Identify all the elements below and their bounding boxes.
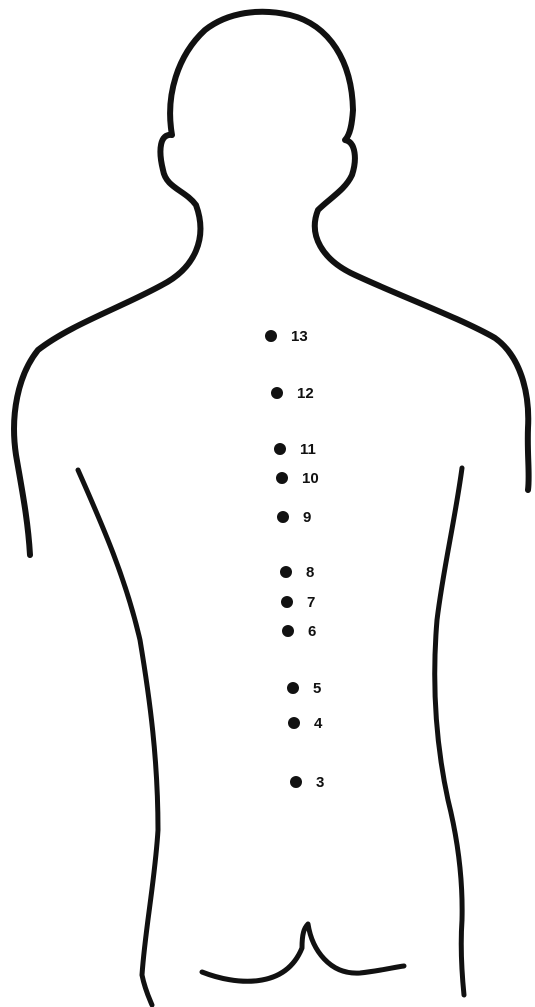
point-marker-13 [265,330,277,342]
body-outline-upper [14,12,529,555]
point-marker-10 [276,472,288,484]
point-label-13: 13 [291,328,308,345]
point-label-4: 4 [314,715,323,732]
point-marker-7 [281,596,293,608]
point-label-3: 3 [316,774,324,791]
point-label-11: 11 [300,441,316,458]
point-label-6: 6 [308,623,316,640]
point-label-9: 9 [303,509,311,526]
acupoint-markers: 13 12 11 10 9 8 7 6 5 4 3 [265,328,324,791]
point-marker-11 [274,443,286,455]
point-marker-12 [271,387,283,399]
point-label-7: 7 [307,594,315,611]
point-marker-5 [287,682,299,694]
body-outline-left-side [78,470,158,1005]
point-label-12: 12 [297,385,314,402]
point-label-5: 5 [313,680,321,697]
point-marker-4 [288,717,300,729]
point-marker-3 [290,776,302,788]
buttocks-outline [202,924,404,981]
point-label-10: 10 [302,470,319,487]
point-marker-6 [282,625,294,637]
body-outline-right-side [435,468,464,995]
point-marker-8 [280,566,292,578]
point-marker-9 [277,511,289,523]
point-label-8: 8 [306,564,314,581]
